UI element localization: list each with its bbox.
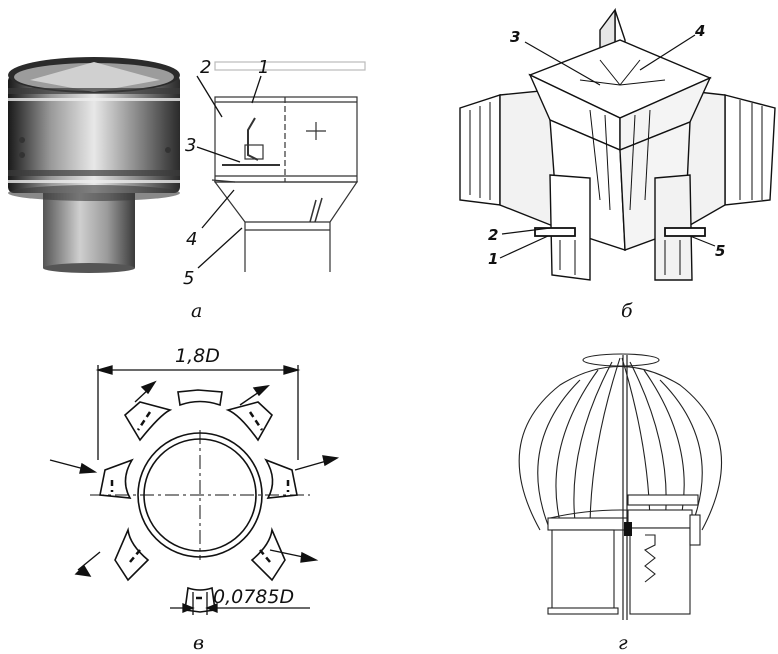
panel-b-hatching	[469, 59, 763, 275]
panel-b-leaders	[499, 34, 716, 259]
dimension-0-0785d: 0,0785D	[213, 586, 294, 608]
caption-v: в	[193, 632, 205, 654]
callout-b-4: 4	[694, 22, 705, 40]
callout-b-3: 3	[510, 28, 520, 46]
star-deflector-plan	[99, 389, 298, 613]
caption-b: б	[621, 300, 633, 322]
callout-a-2: 2	[200, 57, 211, 78]
panel-v: 1,8D	[0, 330, 380, 654]
callout-a-3: 3	[185, 135, 196, 156]
deflector-section-drawing	[211, 61, 366, 272]
dimension-1-8d: 1,8D	[175, 345, 220, 367]
panel-b-drawing: 3 4 2 1 5	[459, 7, 776, 281]
panel-a: 2 1 3 4 5 а	[0, 0, 380, 322]
callout-a-4: 4	[186, 229, 197, 250]
callout-a-1: 1	[258, 57, 269, 78]
caption-g: г	[618, 632, 628, 654]
panel-a-leaders	[196, 75, 262, 269]
panel-b: 3 4 2 1 5 б	[440, 0, 778, 322]
flow-arrows	[49, 380, 340, 577]
turbine-base	[547, 494, 701, 615]
panel-v-drawing: 1,8D	[49, 345, 340, 615]
callout-b-2: 2	[488, 226, 498, 244]
panel-g: г	[440, 330, 778, 654]
turbine-dome	[518, 353, 723, 531]
panel-g-drawing	[518, 353, 723, 620]
panel-a-drawing: 2 1 3 4 5	[8, 57, 366, 289]
turbine-bearing	[624, 522, 632, 536]
callout-b-5: 5	[715, 242, 725, 260]
caption-a: а	[191, 300, 203, 322]
deflector-photo	[8, 57, 180, 273]
callout-a-5: 5	[183, 268, 194, 289]
callout-b-1: 1	[488, 250, 498, 268]
